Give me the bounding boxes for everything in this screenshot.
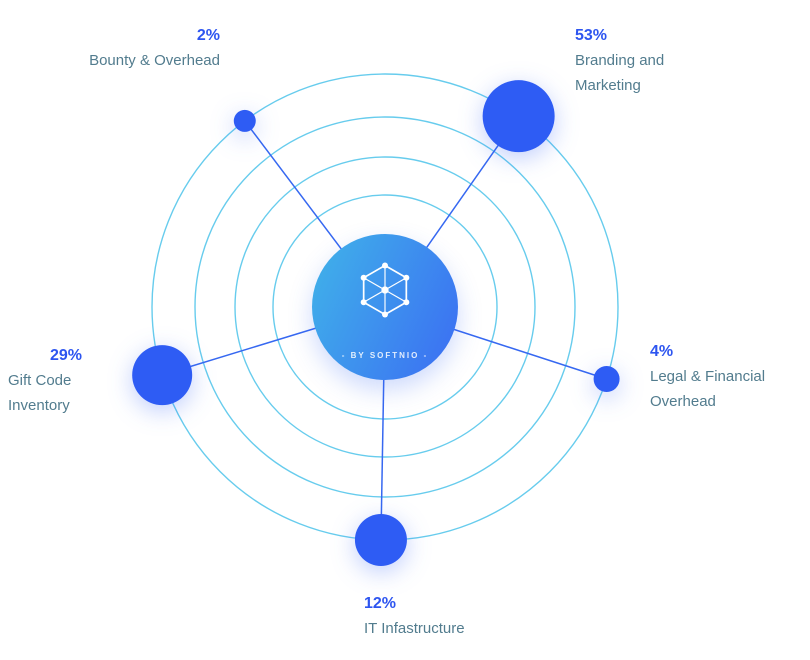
network-hexagon-icon bbox=[360, 262, 410, 318]
slice-percent: 12% bbox=[364, 595, 397, 612]
center-badge: - BY SOFTNIO - bbox=[312, 234, 458, 380]
slice-percent: 2% bbox=[196, 27, 220, 44]
slice-name: Marketing bbox=[575, 77, 641, 94]
slice-percent: 4% bbox=[650, 343, 674, 360]
brand-caption: - BY SOFTNIO - bbox=[341, 351, 429, 360]
slice-label-legal-financial-overhead: 4% Legal & Financial Overhead bbox=[650, 340, 808, 414]
slice-label-branding-marketing: 53% Branding and Marketing bbox=[575, 24, 755, 98]
slice-name: Branding and bbox=[575, 52, 665, 69]
slice-percent: 53% bbox=[575, 27, 608, 44]
slice-name: Inventory bbox=[8, 397, 70, 414]
slice-name: Overhead bbox=[650, 393, 716, 410]
slice-name: Legal & Financial bbox=[650, 368, 766, 385]
slice-label-it-infrastructure: 12% IT Infastructure bbox=[364, 592, 544, 641]
slice-name: IT Infastructure bbox=[364, 620, 465, 637]
slice-percent: 29% bbox=[50, 347, 83, 364]
slice-name: Gift Code bbox=[8, 372, 72, 389]
slice-label-gift-code-inventory: 29% Gift Code Inventory bbox=[8, 344, 148, 418]
slice-name: Bounty & Overhead bbox=[89, 52, 220, 69]
slice-label-bounty-overhead: 2% Bounty & Overhead bbox=[28, 24, 220, 73]
